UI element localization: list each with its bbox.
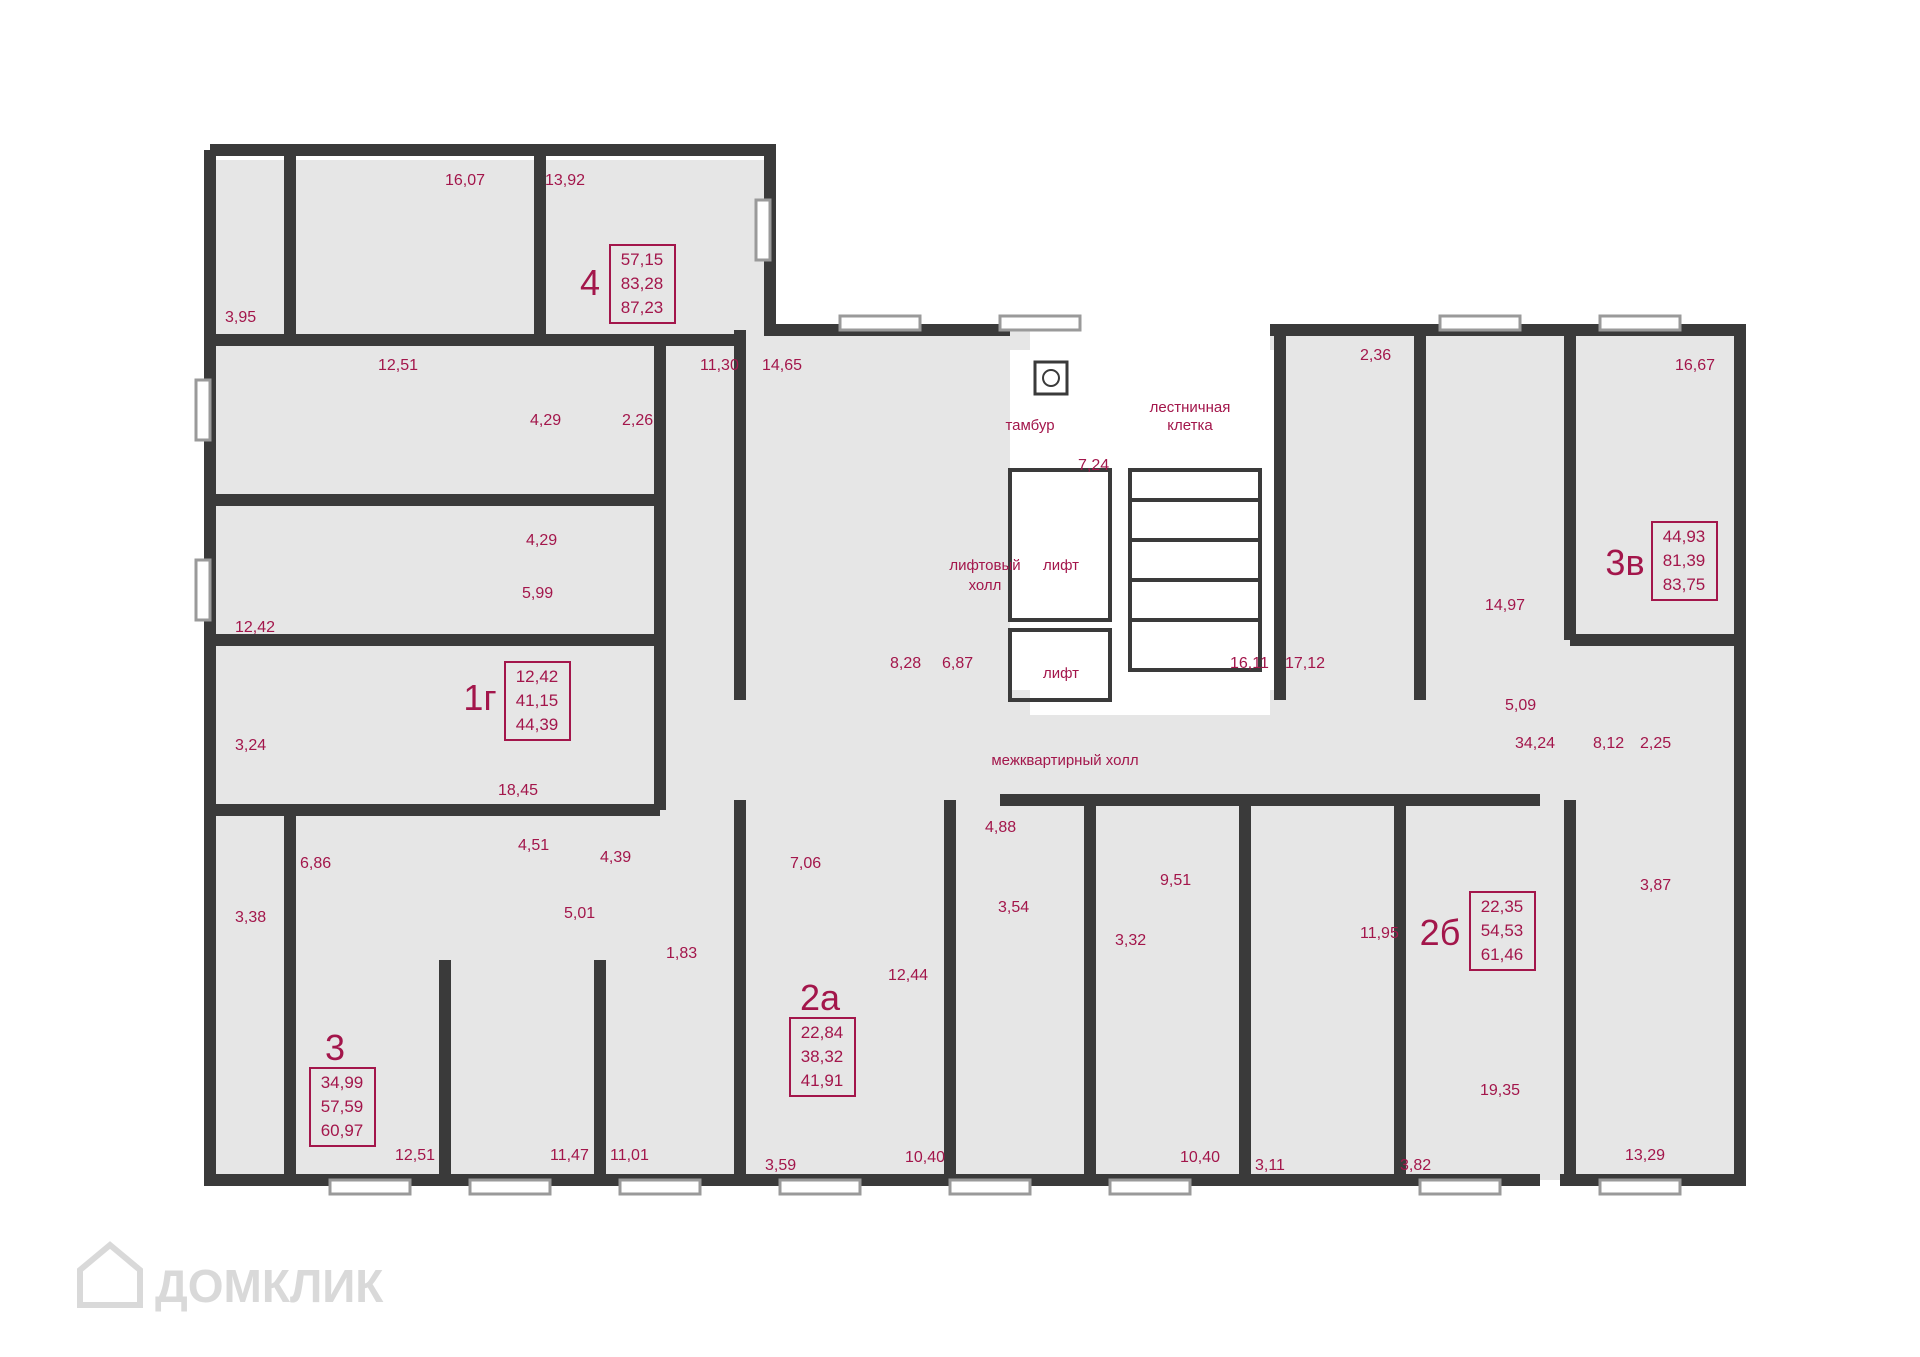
room-area: 6,86 xyxy=(300,855,331,872)
room-area: 5,99 xyxy=(522,585,553,602)
room-area: 3,11 xyxy=(1255,1157,1285,1174)
room-area: 11,01 xyxy=(610,1147,649,1164)
room-area: 12,44 xyxy=(888,967,928,984)
apartment-area: 57,15 xyxy=(621,250,664,269)
apartment-area: 22,84 xyxy=(801,1023,844,1042)
apartment-type: 3 xyxy=(325,1027,345,1068)
apartment-area: 41,15 xyxy=(516,691,559,710)
apartment-area: 54,53 xyxy=(1481,921,1524,940)
room-area: 3,82 xyxy=(1400,1157,1431,1174)
apartment-type: 4 xyxy=(580,262,600,303)
apartment-area: 60,97 xyxy=(321,1121,364,1140)
label-stair-2: клетка xyxy=(1167,417,1213,434)
apartment-type: 1г xyxy=(463,677,496,718)
room-area: 13,92 xyxy=(545,172,585,189)
room-area-labels: 16,07 13,92 3,95 12,51 11,30 14,65 4,29 … xyxy=(225,172,1715,1174)
room-area: 9,51 xyxy=(1160,872,1191,889)
room-area: 3,38 xyxy=(235,909,266,926)
room-area: 17,12 xyxy=(1285,655,1325,672)
apartment-area: 38,32 xyxy=(801,1047,844,1066)
apartment-area: 41,91 xyxy=(801,1071,844,1090)
apartment-type: 3в xyxy=(1605,542,1644,583)
label-lift-hall-1: лифтовый xyxy=(949,557,1020,574)
core xyxy=(1008,468,1262,702)
room-area: 18,45 xyxy=(498,782,538,799)
room-area: 3,24 xyxy=(235,737,266,754)
room-area: 3,95 xyxy=(225,309,256,326)
room-area: 12,51 xyxy=(378,357,418,374)
apartment-area: 34,99 xyxy=(321,1073,364,1092)
room-area: 10,40 xyxy=(905,1149,945,1166)
room-area: 4,39 xyxy=(600,849,631,866)
room-area: 4,51 xyxy=(518,837,549,854)
apartment-area: 22,35 xyxy=(1481,897,1524,916)
room-area: 16,67 xyxy=(1675,357,1715,374)
label-lift-hall-2: холл xyxy=(969,577,1002,594)
apartment-area: 81,39 xyxy=(1663,551,1706,570)
apartment-area: 83,75 xyxy=(1663,575,1706,594)
room-area: 4,29 xyxy=(530,412,561,429)
room-area: 4,29 xyxy=(526,532,557,549)
room-area: 2,25 xyxy=(1640,735,1671,752)
room-area: 13,29 xyxy=(1625,1147,1665,1164)
room-area: 8,12 xyxy=(1593,735,1624,752)
room-area: 14,97 xyxy=(1485,597,1525,614)
label-stair-1: лестничная xyxy=(1150,399,1231,416)
room-area: 3,32 xyxy=(1115,932,1146,949)
room-area: 19,35 xyxy=(1480,1082,1520,1099)
apartment-type: 2а xyxy=(800,977,841,1018)
label-corridor: межквартирный холл xyxy=(991,752,1138,769)
windows xyxy=(194,198,1682,1196)
apartment-area: 12,42 xyxy=(516,667,559,686)
wheelchair-icon xyxy=(1033,360,1069,396)
room-area: 12,42 xyxy=(235,619,275,636)
room-area: 10,40 xyxy=(1180,1149,1220,1166)
apartment-boxes: 4 57,15 83,28 87,23 1г 12,42 41,15 44,39… xyxy=(309,244,1718,1147)
room-area: 5,09 xyxy=(1505,697,1536,714)
room-area: 3,59 xyxy=(765,1157,796,1174)
apartment-area: 57,59 xyxy=(321,1097,364,1116)
room-area: 16,11 xyxy=(1230,655,1269,672)
room-area: 1,83 xyxy=(666,945,697,962)
watermark-text: ДОМКЛИК xyxy=(155,1260,384,1312)
apartment-type: 2б xyxy=(1420,912,1461,953)
label-tambur: тамбур xyxy=(1005,417,1054,434)
labels: тамбур лестничная клетка лифтовый холл л… xyxy=(949,399,1230,769)
room-area: 7,06 xyxy=(790,855,821,872)
apartment-area: 87,23 xyxy=(621,298,664,317)
watermark-logo: ДОМКЛИК xyxy=(77,1241,384,1312)
room-area: 8,28 xyxy=(890,655,921,672)
walls xyxy=(204,144,1746,1186)
room-area: 5,01 xyxy=(564,905,595,922)
room-area: 16,07 xyxy=(445,172,485,189)
room-area: 2,26 xyxy=(622,412,653,429)
room-area: 12,51 xyxy=(395,1147,435,1164)
room-area: 34,24 xyxy=(1515,735,1555,752)
room-area: 11,95 xyxy=(1360,925,1399,942)
room-area: 11,47 xyxy=(550,1147,589,1164)
room-area: 3,87 xyxy=(1640,877,1671,894)
room-area: 3,54 xyxy=(998,899,1029,916)
label-lift-1: лифт xyxy=(1043,557,1079,574)
room-area: 11,30 xyxy=(700,357,739,374)
room-area: 14,65 xyxy=(762,357,802,374)
room-area: 7,24 xyxy=(1078,457,1109,474)
floor-areas xyxy=(210,160,1740,1180)
apartment-area: 44,39 xyxy=(516,715,559,734)
apartment-area: 61,46 xyxy=(1481,945,1524,964)
room-area: 6,87 xyxy=(942,655,973,672)
room-area: 2,36 xyxy=(1360,347,1391,364)
apartment-area: 44,93 xyxy=(1663,527,1706,546)
apartment-area: 83,28 xyxy=(621,274,664,293)
label-lift-2: лифт xyxy=(1043,665,1079,682)
room-area: 4,88 xyxy=(985,819,1016,836)
